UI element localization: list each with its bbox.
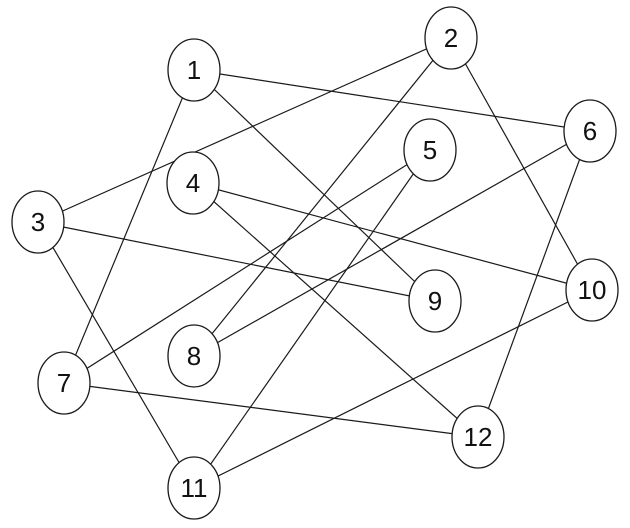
node-label-9: 9 [428,286,442,316]
edge-4-12 [192,182,479,438]
edge-1-6 [193,69,591,132]
edge-6-8 [193,130,591,357]
node-label-6: 6 [583,116,597,146]
node-label-7: 7 [57,368,71,398]
node-10: 10 [565,258,619,322]
node-circle-2 [424,6,478,70]
node-label-10: 10 [578,275,607,305]
node-6: 6 [563,99,617,163]
node-circle-7 [37,351,91,415]
edge-7-12 [63,382,479,438]
edge-1-7 [63,69,195,384]
node-5: 5 [403,118,457,182]
node-circle-3 [11,190,65,254]
node-circle-12 [451,405,505,469]
node-4: 4 [166,151,220,215]
node-label-3: 3 [31,207,45,237]
edge-5-7 [63,149,431,384]
node-3: 3 [11,190,65,254]
node-label-12: 12 [464,422,493,452]
node-12: 12 [451,405,505,469]
node-11: 11 [167,456,221,520]
node-circle-10 [565,258,619,322]
edge-3-11 [37,221,195,489]
node-label-11: 11 [181,473,208,503]
node-circle-1 [167,38,221,102]
node-9: 9 [408,269,462,333]
edge-3-9 [37,221,436,302]
node-circle-5 [403,118,457,182]
edge-5-11 [193,149,431,489]
node-8: 8 [167,324,221,388]
edge-4-10 [192,182,593,291]
node-circle-6 [563,99,617,163]
node-1: 1 [167,38,221,102]
node-2: 2 [424,6,478,70]
edge-2-10 [450,37,593,291]
node-label-1: 1 [187,55,201,85]
edge-2-3 [37,37,452,223]
node-circle-4 [166,151,220,215]
node-label-4: 4 [186,168,200,198]
node-label-5: 5 [423,135,437,165]
node-label-2: 2 [444,23,458,53]
node-circle-11 [167,456,221,520]
edge-layer [37,37,593,489]
edge-1-9 [193,69,436,302]
node-7: 7 [37,351,91,415]
node-label-8: 8 [187,341,201,371]
edge-10-11 [193,289,593,489]
node-circle-9 [408,269,462,333]
edge-6-12 [477,130,591,438]
edge-2-8 [193,37,452,357]
node-circle-8 [167,324,221,388]
